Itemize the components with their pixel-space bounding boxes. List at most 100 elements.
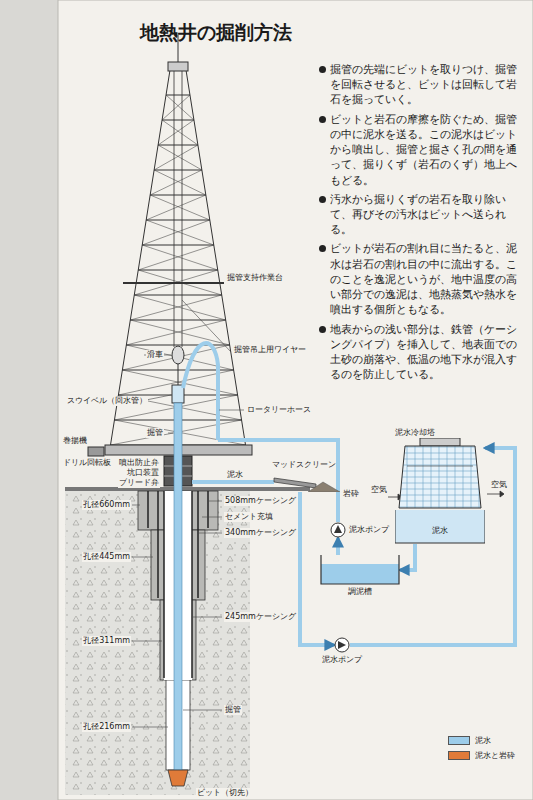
drawing-part — [399, 446, 481, 508]
mud-tank-shape — [320, 555, 400, 585]
legend-text: 泥水 — [475, 735, 491, 746]
legend-swatch — [448, 736, 470, 745]
return-pipe — [192, 480, 274, 484]
drawing-part — [168, 433, 173, 434]
board — [58, 0, 533, 800]
drawing-part — [209, 501, 222, 502]
drawing-part — [193, 617, 222, 618]
hoist-wire — [174, 71, 175, 347]
part-label: スウイベル（回水管） — [66, 396, 148, 406]
drawing-part — [154, 145, 198, 170]
legend-item: 泥水と岩砕 — [448, 750, 515, 761]
drawing-part — [150, 195, 210, 220]
drawing-part — [334, 525, 342, 533]
drawing-part — [147, 491, 149, 528]
drawing-part — [142, 245, 214, 246]
node-label: 調泥槽 — [320, 587, 400, 597]
drawing-part — [138, 270, 217, 271]
drawing-part — [162, 120, 198, 145]
part-label: 孔径660mm — [82, 500, 131, 510]
drawing-part — [202, 517, 222, 518]
mud-pipe — [336, 538, 340, 555]
drawing-part — [146, 395, 171, 400]
part-label: 掘管 — [146, 428, 164, 438]
mud-pump: 泥水ポンプ — [330, 522, 389, 538]
soil — [65, 491, 250, 795]
part-label: 掘管 — [224, 705, 242, 715]
drawing-part — [130, 320, 229, 345]
note-text: 地表からの浅い部分は、鉄管（ケーシングパイプ）を挿入して、地表面での土砂の崩落や… — [318, 322, 523, 383]
drawing-part — [500, 491, 504, 497]
diagram-title: 地熱井の掘削方法 — [140, 20, 292, 46]
ground-surface — [65, 487, 310, 491]
part-label: 滑車 — [146, 350, 164, 360]
node-label: 泥水ポンプ — [322, 655, 362, 665]
drawing-part — [163, 491, 165, 678]
legend-item: 泥水 — [448, 735, 491, 746]
drawing-part — [146, 220, 210, 221]
drawing-part — [110, 70, 170, 448]
part-label: 空気 — [370, 485, 388, 495]
pulley-block — [172, 346, 184, 364]
mud-screen: マッドスクリーン — [272, 460, 342, 492]
hoist-wire — [182, 71, 183, 347]
part-label: 孔径445mm — [82, 552, 131, 562]
mud-pump-shape — [330, 522, 346, 538]
drawing-part — [130, 320, 225, 321]
part-label: 孔径311mm — [82, 636, 131, 646]
cooling-tower: 泥水冷却塔泥水 — [395, 428, 485, 544]
mud-pipe — [400, 544, 415, 570]
winch — [88, 447, 104, 456]
drawing-part — [162, 95, 190, 120]
drawing-part — [331, 523, 345, 537]
drawing-part — [158, 145, 202, 170]
tower-body: 泥水 — [395, 438, 485, 544]
node-label: 泥水冷却塔 — [395, 428, 485, 438]
drawing-part — [132, 727, 168, 728]
drawing-part — [308, 482, 340, 492]
part-label: 空気 — [490, 480, 508, 490]
drawing-part — [142, 245, 218, 270]
note-text: 汚水から掘りくずの岩石を取り除いて、再びその汚水はビットへ送られる。 — [318, 192, 523, 238]
drawing-part — [420, 438, 460, 446]
drawing-part — [158, 145, 198, 146]
drawing-part — [138, 245, 214, 270]
drawing-part — [335, 638, 349, 652]
drawing-part — [132, 641, 162, 642]
crown-block — [168, 62, 188, 71]
drawing-part — [183, 710, 222, 711]
part-label: 泥水 — [226, 470, 244, 480]
drawing-part — [166, 95, 194, 120]
part-label: 掘管支持作業台 — [226, 273, 284, 283]
drawing-part — [138, 270, 221, 295]
legend-text: 泥水と岩砕 — [475, 750, 515, 761]
drawing-part — [321, 564, 399, 584]
drawing-part — [487, 494, 500, 495]
drawing-part — [146, 220, 214, 245]
part-label: 508mmケーシング — [224, 496, 297, 506]
drawing-part — [154, 170, 206, 195]
part-label: 坑口装置 — [126, 468, 160, 478]
drawing-part — [132, 505, 140, 506]
part-label: 245mmケーシング — [224, 612, 297, 622]
drawing-part — [395, 510, 485, 543]
drawing-part — [142, 220, 210, 245]
mud-pump-shape — [334, 637, 350, 653]
drawing-part — [407, 466, 473, 467]
drill-bit — [168, 770, 188, 786]
part-label: 孔径216mm — [82, 722, 131, 732]
part-label: ロータリーホース — [246, 405, 312, 415]
note-text: 掘管の先端にビットを取りつけ、掘管を回転させると、ビットは回転して岩石を掘ってい… — [318, 62, 523, 108]
drawing-part — [126, 345, 229, 346]
part-label: 340mmケーシング — [224, 528, 297, 538]
drawing-part — [130, 295, 221, 320]
part-label: ブリード弁 — [118, 478, 160, 488]
drawing-part — [219, 410, 244, 411]
node-label: マッドスクリーン — [272, 460, 342, 470]
drawing-part — [134, 295, 225, 320]
soil-texture — [65, 491, 250, 795]
drawing-part — [158, 120, 194, 145]
drawing-part — [338, 641, 346, 649]
drawing-part — [321, 555, 399, 584]
drawing-part — [126, 320, 225, 345]
